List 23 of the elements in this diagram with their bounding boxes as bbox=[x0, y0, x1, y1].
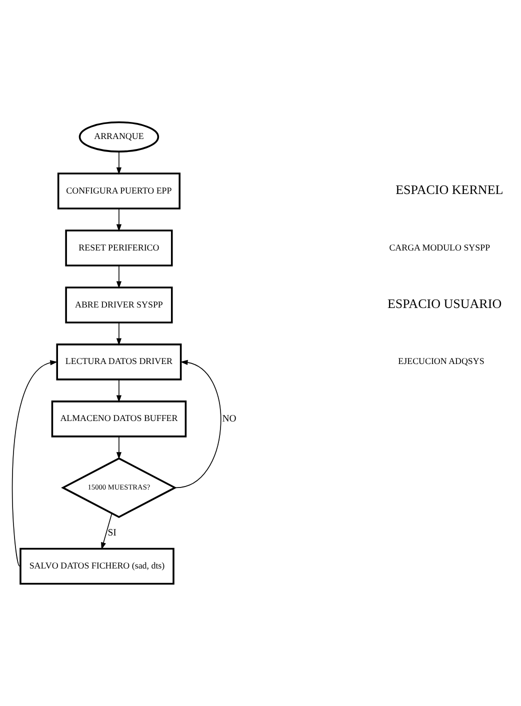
node-diamond: 15000 MUESTRAS? bbox=[61, 457, 177, 518]
label: CARGA MODULO SYSPP bbox=[389, 242, 490, 252]
node-box: CONFIGURA PUERTO EPP bbox=[57, 172, 180, 210]
label: ESPACIO KERNEL bbox=[396, 182, 504, 198]
arrow bbox=[116, 379, 122, 403]
arrow bbox=[116, 436, 122, 460]
node-box: RESET PERIFERICO bbox=[65, 230, 173, 266]
node-box: ABRE DRIVER SYSPP bbox=[65, 286, 173, 324]
arrow bbox=[116, 151, 122, 175]
node-box: SALVO DATOS FICHERO (sad, dts) bbox=[20, 548, 174, 585]
label: ESPACIO USUARIO bbox=[387, 296, 502, 312]
arrow bbox=[101, 513, 112, 550]
arrow bbox=[116, 265, 122, 289]
node-box: LECTURA DATOS DRIVER bbox=[56, 344, 182, 380]
node-box: ALMACENO DATOS BUFFER bbox=[51, 400, 187, 438]
arrow bbox=[116, 322, 122, 346]
edge-label: NO bbox=[222, 413, 236, 424]
label: EJECUCION ADQSYS bbox=[398, 356, 484, 366]
arrow bbox=[12, 360, 58, 567]
arrow bbox=[176, 360, 222, 488]
edge-label: SI bbox=[108, 527, 116, 538]
arrow bbox=[116, 208, 122, 232]
node-ellipse: ARRANQUE bbox=[78, 121, 160, 152]
